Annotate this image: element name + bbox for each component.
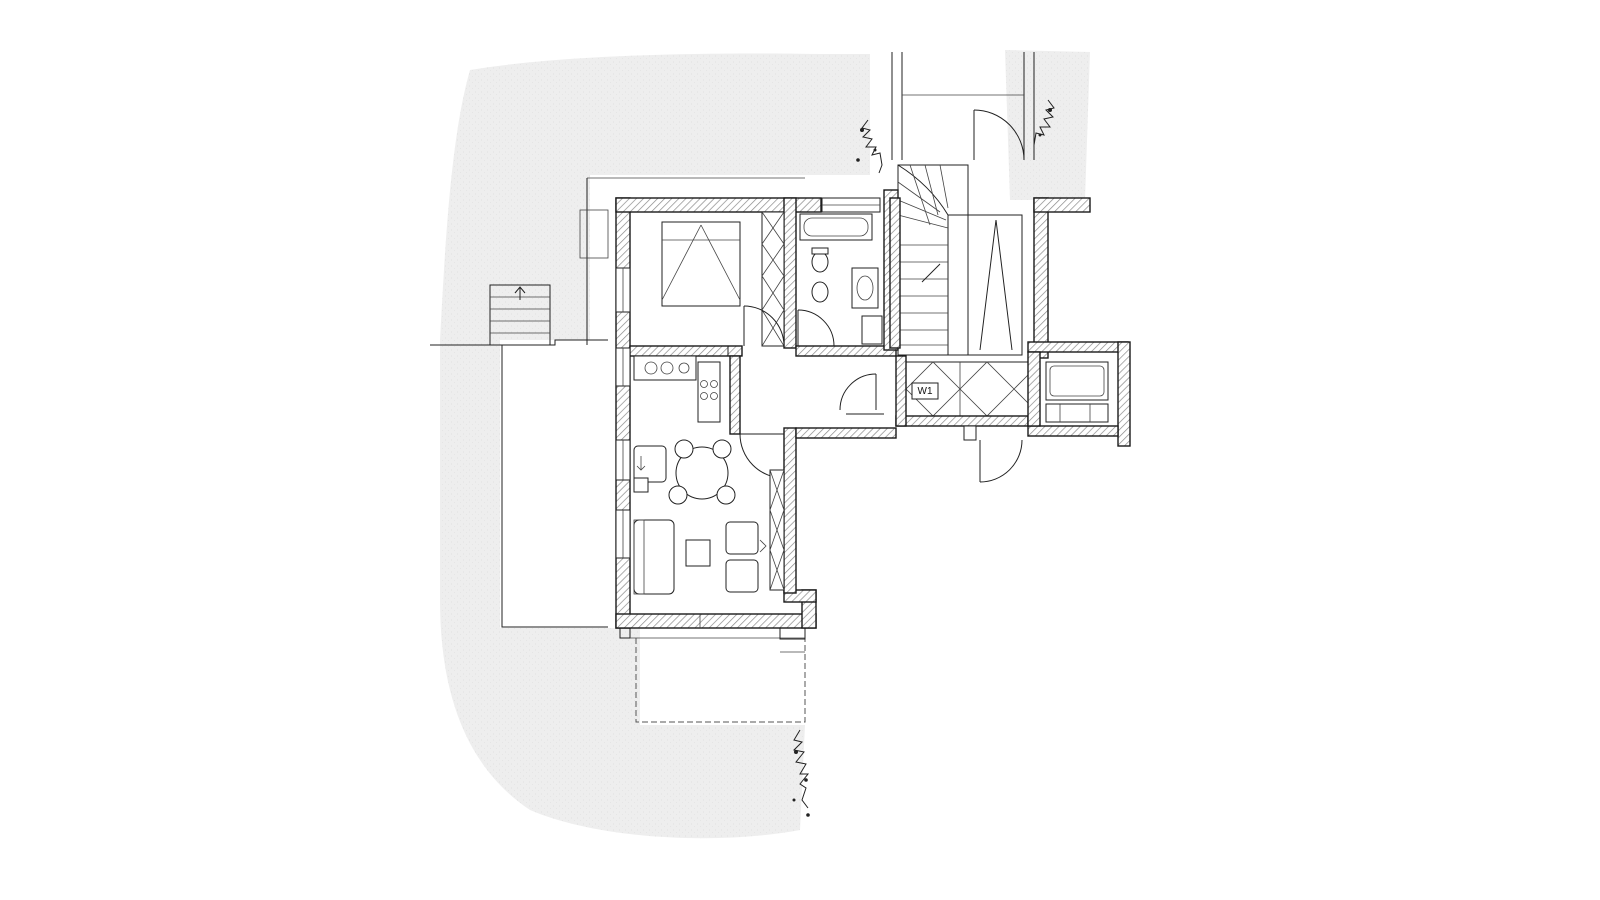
terrace [619,619,806,723]
door-swing [743,305,785,347]
wardrobe [759,469,785,591]
bidet [811,281,829,303]
elevator-shaft [967,214,1023,356]
shrub-icon [856,119,883,174]
staircase [897,164,969,356]
armchair [725,559,759,593]
terrain-area-lower [440,340,805,839]
wall-east [1033,197,1049,359]
entrance-door [963,425,1023,483]
dining-table [668,439,736,505]
sofa [633,519,675,595]
room-tag-w1: W1 [918,386,933,397]
window [821,197,881,213]
window [615,347,631,387]
utility-room [1027,341,1131,447]
washbasin [851,267,879,309]
entrance-path [891,52,1035,161]
terrain-area [440,53,870,340]
double-bed [661,221,741,307]
coffee-table [685,539,711,567]
wall-east-slab [1033,197,1091,213]
bathtub [799,213,873,241]
shrub-icon [1033,99,1055,146]
wardrobe [761,211,785,347]
cabinet [633,445,667,493]
entrance-hall: W1 [905,361,1029,417]
wall-stair-west [889,197,901,349]
exterior-stair-west [489,284,551,346]
window [615,439,631,481]
kitchen-counter [633,355,721,423]
wall-hall-south [895,415,1029,427]
window-frame-west [579,209,609,259]
door-swing [839,373,877,411]
shrub-icon [792,729,810,817]
door-swing [797,309,835,347]
armchair [725,521,759,555]
site-boundary [501,345,608,628]
shower-tray [861,315,883,345]
wall-hall-west [895,355,907,427]
window [615,509,631,559]
window [615,267,631,313]
toilet [811,247,829,273]
terrain-area-right [1005,50,1090,200]
